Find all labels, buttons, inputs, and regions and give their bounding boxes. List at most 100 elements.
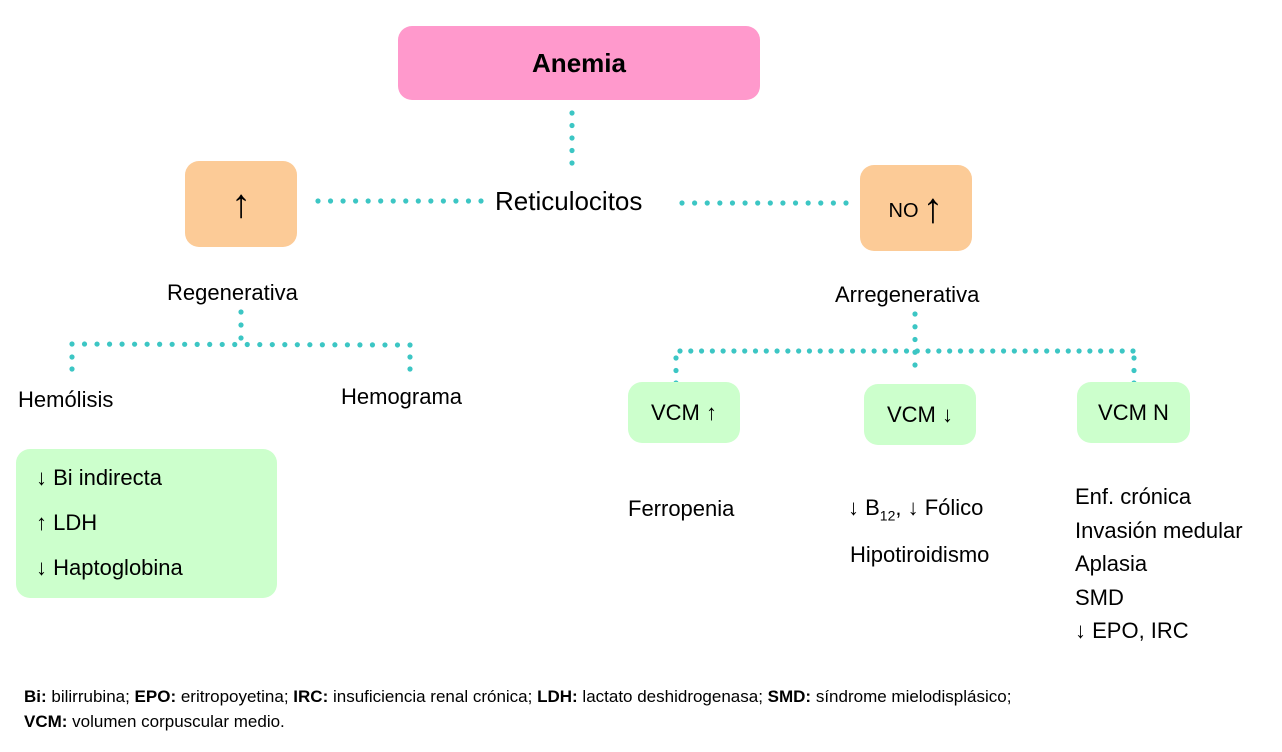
connector-dot [569, 147, 575, 154]
connector-dot [357, 342, 363, 348]
connector-dot [767, 200, 773, 206]
connector-dot [282, 342, 288, 348]
connector-dot [903, 348, 910, 354]
connector-dot [698, 348, 705, 354]
connector-dot [914, 348, 920, 354]
connector-dot [403, 198, 409, 204]
connector-dot [238, 322, 244, 328]
connector-dot [729, 200, 736, 206]
connector-to-hemolisis [69, 354, 75, 372]
connector-dot [1087, 348, 1093, 354]
connector-dot [238, 335, 244, 341]
connector-dot [157, 341, 163, 347]
connector-dot [232, 341, 238, 348]
connector-dot [780, 200, 786, 206]
connector-dot [69, 366, 75, 372]
connector-dot [843, 200, 849, 206]
abbreviations-footnote: Bi: bilirrubina; EPO: eritropoyetina; IR… [24, 684, 1274, 734]
connector-dot [731, 348, 737, 354]
connector-dot [327, 198, 334, 204]
abbr-ldh: LDH: [537, 687, 578, 706]
connector-dot [709, 348, 715, 354]
connector-dot [378, 198, 384, 204]
no-label: NO [888, 199, 919, 222]
connector-dot [569, 135, 575, 141]
finding-bi-indirecta: ↓ Bi indirecta [36, 465, 162, 490]
connector-dot [1098, 348, 1104, 354]
cause-ferropenia: Ferropenia [628, 496, 735, 521]
connector-dot [307, 342, 313, 348]
connector-dot [1119, 348, 1125, 354]
connector-dot [238, 309, 244, 315]
connector-dot [365, 198, 371, 204]
connector-dot [677, 348, 683, 354]
connector-dot [742, 200, 748, 206]
connector-arregenerativa-down [912, 311, 918, 368]
connector-dot [860, 348, 866, 354]
connector-dot [947, 348, 953, 354]
connector-regenerativa-horizontal [69, 341, 413, 348]
abbr-smd: SMD: [767, 687, 812, 706]
vcm-high-label: VCM ↑ [651, 399, 717, 425]
connector-dot [763, 348, 769, 354]
connector-dot [968, 348, 974, 354]
connector-dot [407, 366, 413, 372]
connector-dot [1022, 348, 1028, 354]
connector-dot [805, 200, 811, 206]
up-arrow-icon: ↑ [231, 181, 251, 226]
connector-dot [828, 348, 834, 354]
connector-dot [673, 367, 679, 374]
connector-regenerativa-down [238, 309, 244, 341]
connector-dot [340, 198, 346, 204]
connector-dot [415, 198, 421, 204]
connector-dot [119, 341, 125, 347]
connector-dot [369, 342, 376, 348]
connector-dot [1054, 348, 1061, 354]
connector-dot [169, 341, 175, 347]
hemolisis-label: Hemólisis [18, 387, 114, 412]
connector-dot [912, 311, 918, 317]
cause-b12-folico: ↓ B12, ↓ Fólico [848, 495, 983, 523]
connector-dot [1108, 348, 1115, 354]
connector-dot [912, 324, 918, 330]
connector-dot [752, 348, 759, 354]
def-epo: eritropoyetina; [176, 687, 294, 706]
connector-dot [1131, 355, 1137, 361]
connector-arregenerativa-horizontal [677, 348, 1136, 354]
vcm-low-label: VCM ↓ [887, 401, 953, 427]
connector-dot [688, 348, 694, 354]
connector-dot [849, 348, 856, 354]
abbr-irc: IRC: [293, 687, 329, 706]
connector-dot [257, 341, 263, 348]
connector-dot [796, 348, 802, 354]
connector-dot [742, 348, 748, 354]
connector-dot [390, 198, 396, 204]
connector-dot [957, 348, 964, 354]
connector-dot [912, 362, 918, 368]
connector-dot [679, 200, 685, 206]
def-ldh: lactato deshidrogenasa; [577, 687, 768, 706]
regenerativa-label: Regenerativa [167, 280, 298, 305]
connector-dot [830, 200, 836, 206]
connector-dot [407, 354, 413, 360]
connector-dot [817, 348, 823, 354]
connector-dot [936, 348, 942, 354]
connector-dot [990, 348, 996, 354]
abbr-bi: Bi: [24, 687, 47, 706]
connector-dot [979, 348, 985, 354]
connector-dot [882, 348, 888, 354]
vcm-high-box: VCM ↑ [628, 382, 740, 443]
vcm-normal-box: VCM N [1077, 382, 1190, 443]
connector-root-down [569, 110, 575, 166]
connector-dot [182, 341, 188, 347]
connector-dot [244, 341, 250, 348]
connector-dot [692, 200, 698, 206]
connector-dot [1000, 348, 1007, 354]
cause-invasion-medular: Invasión medular [1075, 517, 1243, 543]
connector-dot [382, 342, 388, 348]
connector-dot [294, 342, 300, 348]
connector-dot [1130, 348, 1136, 354]
cause-folico-text: , ↓ Fólico [895, 495, 984, 520]
connector-dot [440, 198, 446, 204]
connector-dot [353, 198, 359, 204]
